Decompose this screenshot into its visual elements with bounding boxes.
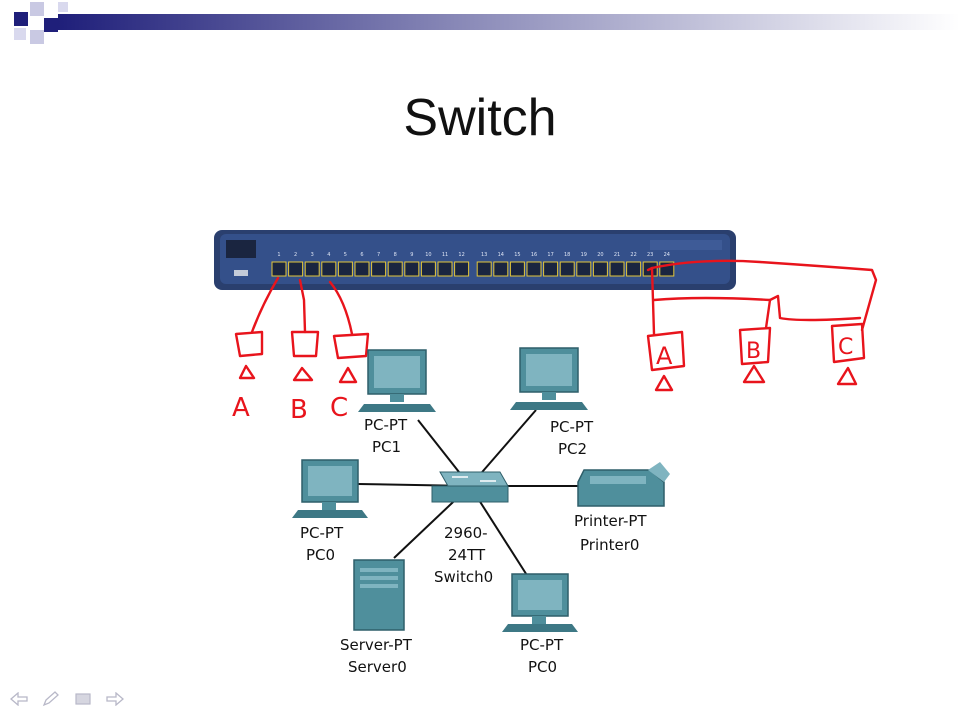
pc-icon	[510, 347, 588, 410]
switch-port	[493, 261, 509, 277]
device-type-label: PC-PT	[550, 418, 594, 436]
switch-port	[404, 261, 420, 277]
switch-port	[454, 261, 470, 277]
pc-icon	[292, 459, 368, 518]
switch-port	[476, 261, 492, 277]
switch-port	[509, 261, 525, 277]
device-name-label: PC2	[558, 440, 587, 458]
device-type-label: Server-PT	[340, 636, 413, 654]
port-number-label: 17	[547, 252, 553, 258]
port-number-label: 6	[360, 252, 363, 258]
switch-port	[592, 261, 608, 277]
port-number-label: 7	[377, 252, 380, 258]
annotation-left-c: C	[330, 393, 348, 423]
port-row	[271, 261, 675, 277]
arrow-right-icon[interactable]	[104, 690, 126, 708]
annotation-letters-right: A B C	[656, 335, 853, 370]
port-number-label: 24	[664, 252, 670, 258]
switch-model-label-2: 24TT	[448, 546, 486, 564]
device-type-label: PC-PT	[364, 416, 408, 434]
switch-name-label: Switch0	[434, 568, 493, 586]
port-number-label: 14	[498, 252, 504, 258]
switch-port	[321, 261, 337, 277]
pc-icon	[502, 573, 578, 632]
arrow-left-icon[interactable]	[8, 690, 30, 708]
device-type-label: PC-PT	[300, 524, 344, 542]
annotation-right-b: B	[746, 339, 761, 364]
switch-port	[420, 261, 436, 277]
port-number-label: 20	[597, 252, 603, 258]
annotation-letters-left: A B C	[232, 393, 348, 425]
port-number-label: 18	[564, 252, 570, 258]
switch-port	[387, 261, 403, 277]
switch-port	[371, 261, 387, 277]
port-number-label: 19	[581, 252, 587, 258]
pen-icon[interactable]	[40, 690, 62, 708]
switch-port	[609, 261, 625, 277]
port-number-label: 9	[410, 252, 413, 258]
slide-title: Switch	[403, 89, 557, 147]
switch-icon	[431, 471, 509, 503]
port-number-label: 1	[277, 252, 280, 258]
port-number-label: 5	[344, 252, 347, 258]
switch-port	[526, 261, 542, 277]
port-number-label: 10	[425, 252, 431, 258]
annotation-left-b: B	[290, 395, 308, 425]
switch-port	[271, 261, 287, 277]
switch-port	[576, 261, 592, 277]
screen-icon[interactable]	[72, 690, 94, 708]
device-type-label: Printer-PT	[574, 512, 647, 530]
slide-navigation	[8, 690, 126, 708]
port-number-label: 12	[458, 252, 464, 258]
port-number-label: 3	[311, 252, 314, 258]
port-number-label: 13	[481, 252, 487, 258]
annotation-right-a: A	[656, 342, 673, 370]
device-name-label: PC0	[528, 658, 557, 676]
red-annotations	[234, 259, 878, 392]
switch-port	[437, 261, 453, 277]
port-number-label: 15	[514, 252, 520, 258]
server-icon	[353, 559, 405, 631]
topology-labels: PC-PT PC1 PC-PT PC2 PC-PT PC0 Printer-PT…	[300, 416, 647, 676]
switch-port	[354, 261, 370, 277]
switch-port	[543, 261, 559, 277]
switch-port	[337, 261, 353, 277]
port-number-label: 2	[294, 252, 297, 258]
switch-port	[288, 261, 304, 277]
device-name-label: Printer0	[580, 536, 639, 554]
printer-icon	[577, 462, 670, 507]
port-number-label: 16	[531, 252, 537, 258]
header-decoration	[14, 2, 960, 44]
port-number-label: 8	[394, 252, 397, 258]
port-number-label: 11	[442, 252, 448, 258]
port-number-label: 4	[327, 252, 330, 258]
port-number-label: 21	[614, 252, 620, 258]
console-port	[226, 240, 256, 258]
switch-port	[304, 261, 320, 277]
pc-icon	[358, 349, 436, 412]
annotation-left-a: A	[232, 393, 250, 423]
device-name-label: PC1	[372, 438, 401, 456]
annotation-right-c: C	[838, 335, 853, 360]
device-name-label: Server0	[348, 658, 407, 676]
switch-port	[626, 261, 642, 277]
device-type-label: PC-PT	[520, 636, 564, 654]
switch-port	[559, 261, 575, 277]
port-number-label: 22	[630, 252, 636, 258]
switch-model-label: 2960-	[444, 524, 488, 542]
port-number-label: 23	[647, 252, 653, 258]
device-name-label: PC0	[306, 546, 335, 564]
